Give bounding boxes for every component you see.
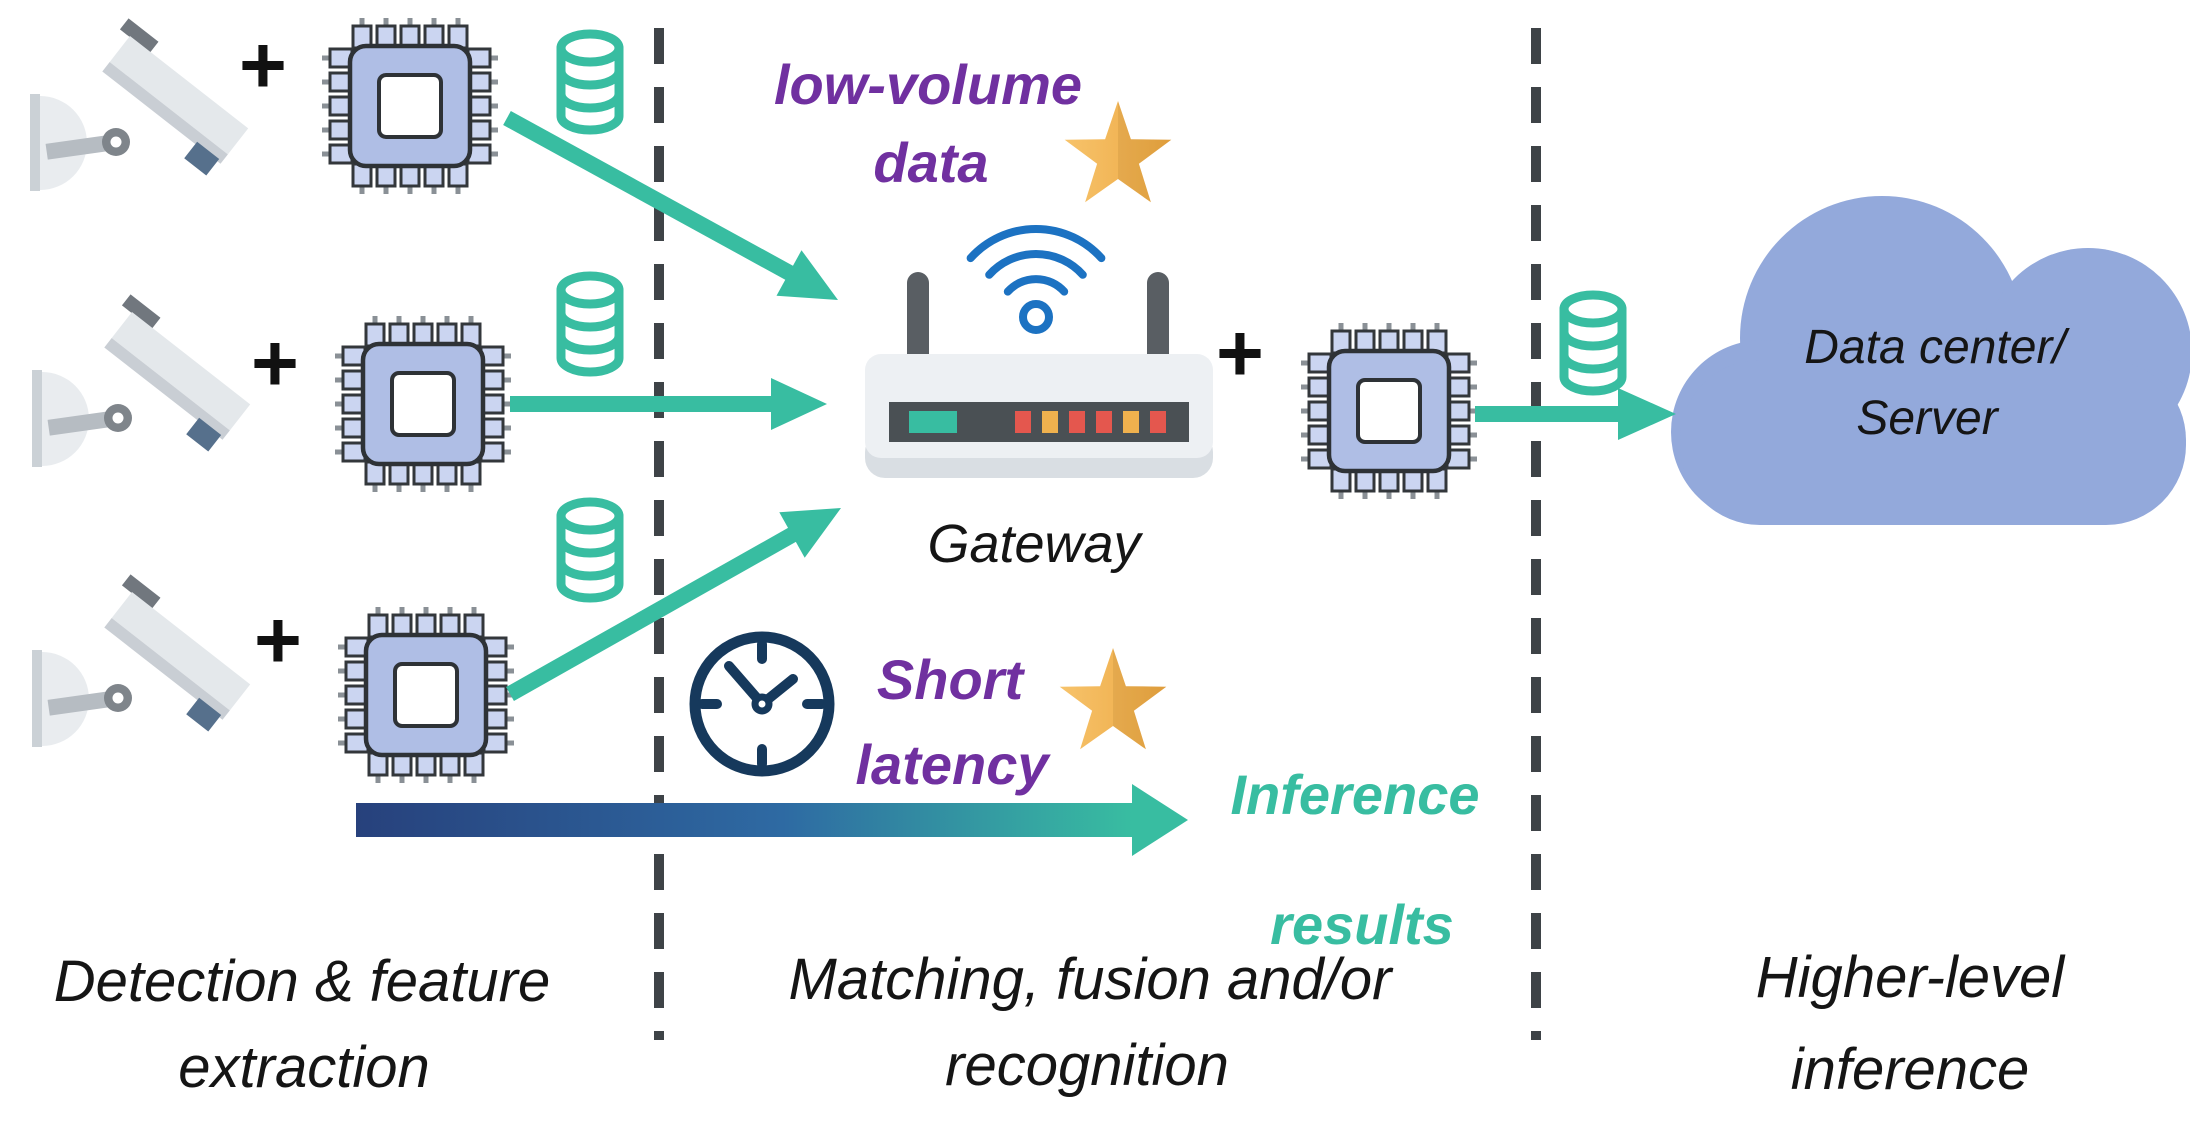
plus-sign-3: + [254, 595, 302, 686]
database-icon-2 [561, 276, 619, 372]
plus-sign-gateway: + [1216, 308, 1264, 399]
clock-icon [689, 631, 835, 777]
plus-sign-2: + [251, 318, 299, 409]
cloud-icon [1671, 196, 2190, 525]
stage-label-higher-line1: Higher-level [1755, 945, 2065, 1010]
arrow-camera2-to-gateway [510, 378, 827, 430]
cloud-label-line1: Data center/ [1804, 321, 2066, 374]
label-inference-results-line2: results [1270, 893, 1454, 956]
gateway-label: Gateway [927, 514, 1141, 574]
label-inference-results-line1: Inference [1230, 763, 1480, 826]
label-low-volume-line1: low-volume [773, 53, 1083, 116]
label-short-latency-line2: latency [855, 733, 1049, 796]
gateway-router-icon [865, 272, 1213, 478]
stage-label-detection-line2: extraction [178, 1035, 430, 1100]
wifi-icon [966, 225, 1106, 334]
chip-icon-1 [322, 18, 498, 194]
stage-label-higher-line2: inference [1790, 1037, 2030, 1102]
arrow-gateway-to-cloud [1475, 388, 1676, 440]
latency-gradient-arrow [356, 784, 1188, 856]
chip-icon-gateway [1301, 323, 1477, 499]
label-low-volume-line2: data [873, 131, 989, 194]
stage-label-matching-line1: Matching, fusion and/or [788, 947, 1392, 1012]
label-short-latency-line1: Short [876, 648, 1024, 711]
chip-icon-3 [338, 607, 514, 783]
stage-label-detection-line1: Detection & feature [53, 949, 551, 1014]
database-icon-gateway [1564, 295, 1622, 391]
star-icon-low-volume [1064, 101, 1172, 203]
stage-label-matching-line2: recognition [945, 1033, 1229, 1098]
database-icon-1 [561, 34, 619, 130]
arrow-camera1-to-gateway [503, 110, 838, 300]
camera-icon-2 [32, 294, 259, 467]
camera-icon-3 [32, 574, 259, 747]
cloud-label-line2: Server [1856, 392, 1998, 445]
camera-icon-1 [30, 18, 257, 192]
plus-sign-1: + [239, 20, 287, 111]
star-icon-short-latency [1059, 648, 1167, 750]
chip-icon-2 [335, 316, 511, 492]
database-icon-3 [561, 502, 619, 598]
arrow-camera3-to-gateway [506, 508, 841, 701]
